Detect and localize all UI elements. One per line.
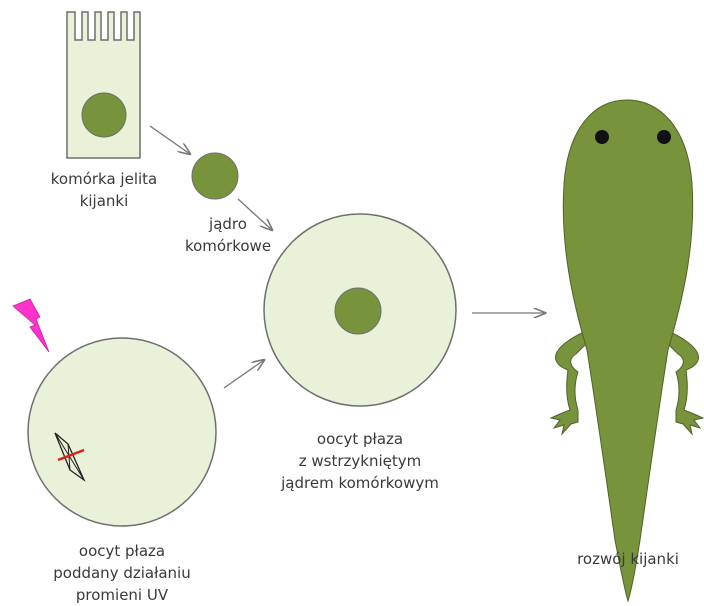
injected-oocyte	[264, 214, 456, 406]
label-uv-oocyte-line3: promieni UV	[32, 584, 212, 606]
lightning-bolt-icon	[13, 299, 49, 352]
label-injected-oocyte-line3: jądrem komórkowym	[262, 472, 458, 494]
tadpole-left-eye	[595, 130, 609, 144]
label-intestine-cell: komórka jelita kijanki	[18, 168, 190, 212]
tadpole-right-eye	[657, 130, 671, 144]
label-uv-oocyte-line1: oocyt płaza	[32, 540, 212, 562]
label-uv-oocyte: oocyt płaza poddany działaniu promieni U…	[32, 540, 212, 606]
tadpole-body	[563, 100, 692, 601]
label-nucleus: jądro komórkowe	[168, 213, 288, 257]
label-injected-oocyte-line2: z wstrzykniętym	[262, 450, 458, 472]
label-tadpole-development: rozwój kijanki	[558, 548, 698, 570]
arrow-cell-to-nucleus	[150, 126, 190, 154]
arrow-uv-oocyte-to-injected	[224, 360, 264, 388]
label-intestine-cell-line1: komórka jelita	[18, 168, 190, 190]
label-injected-oocyte-line1: oocyt płaza	[262, 428, 458, 450]
isolated-nucleus	[192, 153, 238, 199]
injected-nucleus	[335, 288, 381, 334]
label-injected-oocyte: oocyt płaza z wstrzykniętym jądrem komór…	[262, 428, 458, 494]
intestine-cell	[67, 12, 140, 158]
uv-treated-oocyte	[28, 338, 216, 526]
label-uv-oocyte-line2: poddany działaniu	[32, 562, 212, 584]
label-nucleus-line2: komórkowe	[168, 235, 288, 257]
label-intestine-cell-line2: kijanki	[18, 190, 190, 212]
tadpole-illustration	[551, 100, 703, 601]
intestine-cell-nucleus	[82, 93, 126, 137]
label-nucleus-line1: jądro	[168, 213, 288, 235]
label-tadpole-development-text: rozwój kijanki	[558, 548, 698, 570]
